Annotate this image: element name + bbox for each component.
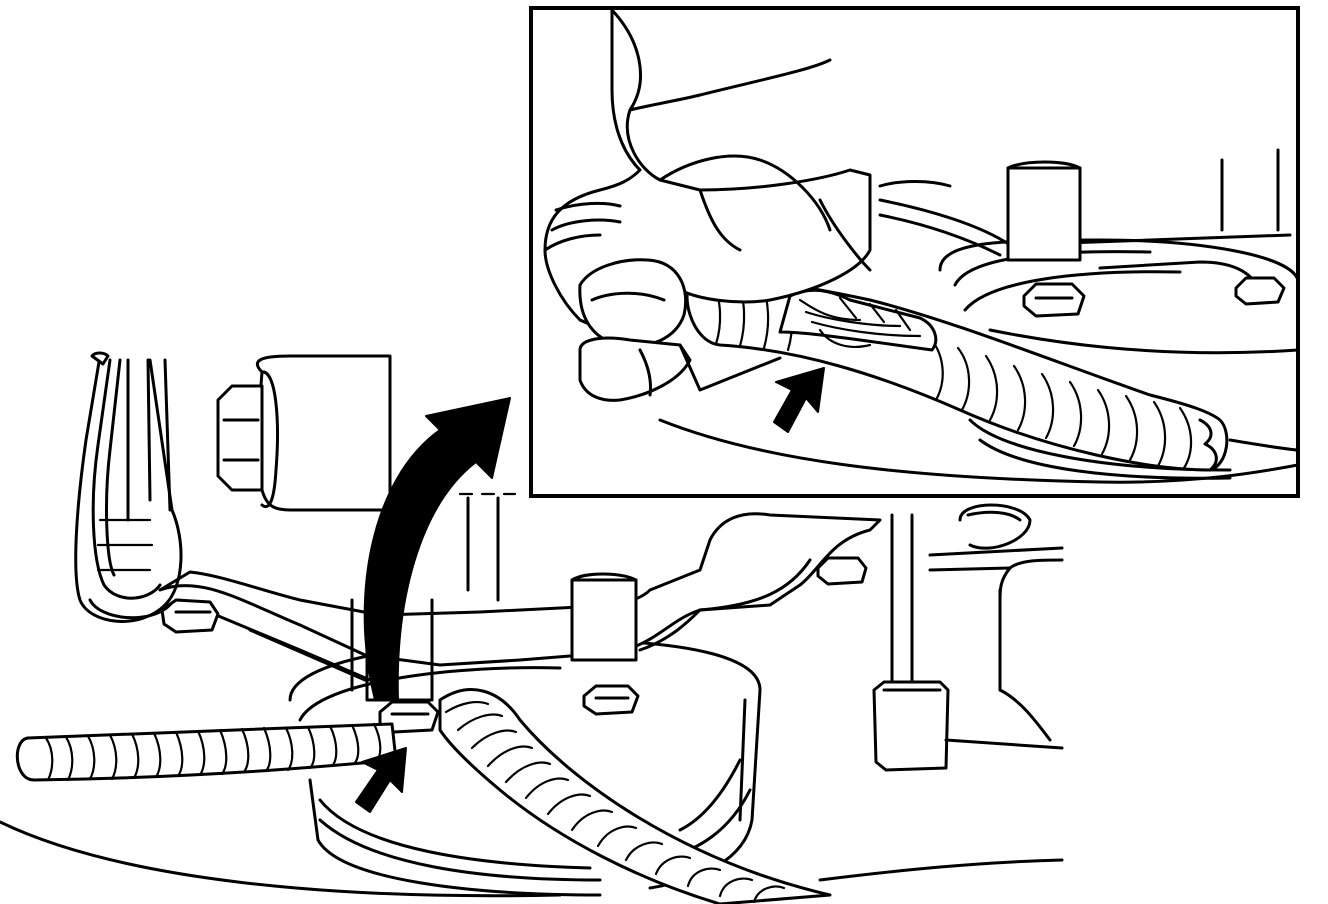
- hex-nut-right: [582, 684, 640, 716]
- inset-hex-nut-right: [1234, 276, 1286, 306]
- pointer-arrow-main: [355, 747, 407, 813]
- studs: [350, 496, 1002, 702]
- corrugated-hose-left: [15, 722, 398, 782]
- main-view: [0, 351, 1064, 904]
- pointer-arrow-inset: [773, 367, 825, 433]
- corrugated-hose-diagonal: [438, 688, 832, 904]
- housing-outline-right: [818, 858, 1064, 882]
- inset-bracket: [878, 148, 1292, 292]
- inset-hex-nut-center: [1022, 282, 1086, 318]
- upper-bolt-assembly: [216, 354, 392, 512]
- mounting-bracket: [158, 512, 882, 682]
- hand: [543, 8, 872, 402]
- detail-inset: [529, 6, 1300, 498]
- housing-outline-left: [0, 820, 562, 898]
- hex-nut-far-right: [816, 556, 868, 586]
- inset-hub: [658, 238, 1298, 484]
- transition-arrow: [363, 397, 511, 701]
- hose-loop: [74, 351, 183, 623]
- hex-nut-left: [160, 598, 220, 634]
- connector-block: [872, 503, 1064, 772]
- damaged-section: [778, 288, 938, 352]
